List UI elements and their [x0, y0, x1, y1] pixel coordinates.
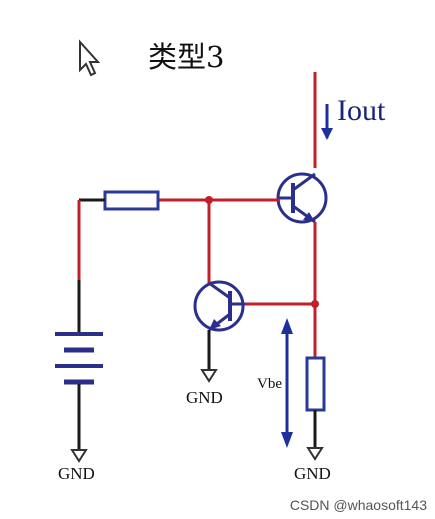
vbe-arrow: [281, 318, 293, 448]
sense-resistor: [305, 356, 326, 412]
gnd-label-right: GND: [294, 464, 331, 483]
lower-transistor: [193, 280, 245, 332]
watermark-text: CSDN @whaosoft143: [289, 497, 427, 513]
upper-transistor: [276, 172, 328, 224]
gnd-label-middle: GND: [186, 388, 223, 407]
vbe-label: Vbe: [257, 376, 282, 392]
cursor-icon: [79, 39, 101, 77]
iout-label: Iout: [337, 94, 386, 127]
iout-arrow: [321, 104, 333, 140]
battery-icon: [55, 332, 103, 385]
base-resistor: [103, 190, 160, 211]
diagram-title: 类型3: [148, 40, 225, 74]
ground-symbol-right: [306, 447, 324, 461]
ground-symbol-left: [70, 449, 88, 463]
ground-symbol-middle: [200, 369, 218, 383]
gnd-label-left: GND: [58, 464, 95, 483]
